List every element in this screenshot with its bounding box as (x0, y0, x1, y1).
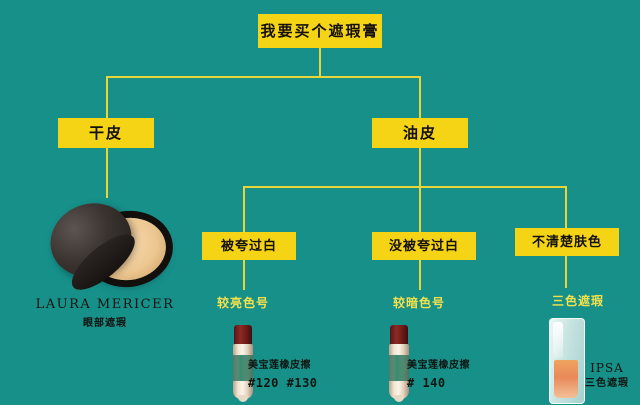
connector-level1-drop-right (419, 76, 421, 118)
node-root[interactable]: 我要买个遮瑕膏 (258, 14, 382, 48)
tube-cap-2 (390, 325, 408, 345)
laura-mercier-caption: LAURA MERICER 眼部遮瑕 (36, 297, 175, 329)
node-praised-pale-label: 被夸过白 (220, 238, 277, 254)
node-unknown-tone-label: 不清楚肤色 (531, 234, 602, 250)
connector-not-praised-to-caption (419, 260, 421, 290)
ipsa-pan (554, 360, 578, 398)
ipsa-caption: IPSA 三色遮瑕 (585, 360, 629, 392)
tube-band-2 (389, 355, 409, 381)
maybelline-shades-1: #120 #130 (248, 375, 318, 390)
connector-oily-stem (419, 148, 421, 186)
connector-unknown-to-caption (565, 256, 567, 288)
maybelline-label-2: 美宝莲橡皮擦 # 140 (407, 358, 470, 392)
connector-level1-bus (106, 76, 421, 78)
caption-darker-shade: 较暗色号 (392, 296, 446, 310)
connector-level2-bus (243, 186, 565, 188)
compact-powder-icon (40, 192, 170, 299)
concealer-tube-icon-2 (388, 325, 410, 402)
node-dry-skin-label: 干皮 (88, 123, 123, 142)
node-oily-skin[interactable]: 油皮 (372, 118, 468, 148)
laura-mercier-brand-cn: 眼部遮瑕 (82, 318, 127, 329)
tube-cap-1 (234, 325, 252, 345)
maybelline-label-1: 美宝莲橡皮擦 #120 #130 (248, 358, 318, 392)
maybelline-shades-2: # 140 (407, 375, 446, 390)
connector-level2-drop-1 (243, 186, 245, 232)
tube-tip-2 (394, 395, 404, 402)
caption-three-color: 三色遮瑕 (551, 294, 605, 308)
connector-praised-to-caption (243, 260, 245, 290)
caption-brighter-shade: 较亮色号 (216, 296, 270, 310)
connector-dry-to-product (106, 148, 108, 198)
node-dry-skin[interactable]: 干皮 (58, 118, 154, 148)
node-root-label: 我要买个遮瑕膏 (260, 21, 380, 40)
node-not-praised-pale[interactable]: 没被夸过白 (372, 232, 476, 260)
maybelline-name-1: 美宝莲橡皮擦 (248, 360, 311, 371)
tube-tip-1 (238, 395, 248, 402)
connector-level1-drop-left (106, 76, 108, 118)
tube-band-1 (233, 355, 253, 381)
ipsa-gloss (553, 322, 563, 358)
ipsa-brand-en: IPSA (590, 361, 624, 375)
maybelline-name-2: 美宝莲橡皮擦 (407, 360, 470, 371)
node-unknown-tone[interactable]: 不清楚肤色 (515, 228, 619, 256)
laura-mercier-brand-en: LAURA MERICER (35, 297, 175, 312)
concealer-tube-icon-1 (232, 325, 254, 402)
connector-level2-drop-3 (565, 186, 567, 232)
node-oily-skin-label: 油皮 (402, 123, 437, 142)
node-not-praised-pale-label: 没被夸过白 (388, 238, 459, 254)
ipsa-palette-icon (549, 318, 585, 404)
connector-level2-drop-2 (419, 186, 421, 232)
ipsa-brand-cn: 三色遮瑕 (585, 378, 629, 390)
node-praised-pale[interactable]: 被夸过白 (202, 232, 296, 260)
connector-root-stem (319, 48, 321, 76)
